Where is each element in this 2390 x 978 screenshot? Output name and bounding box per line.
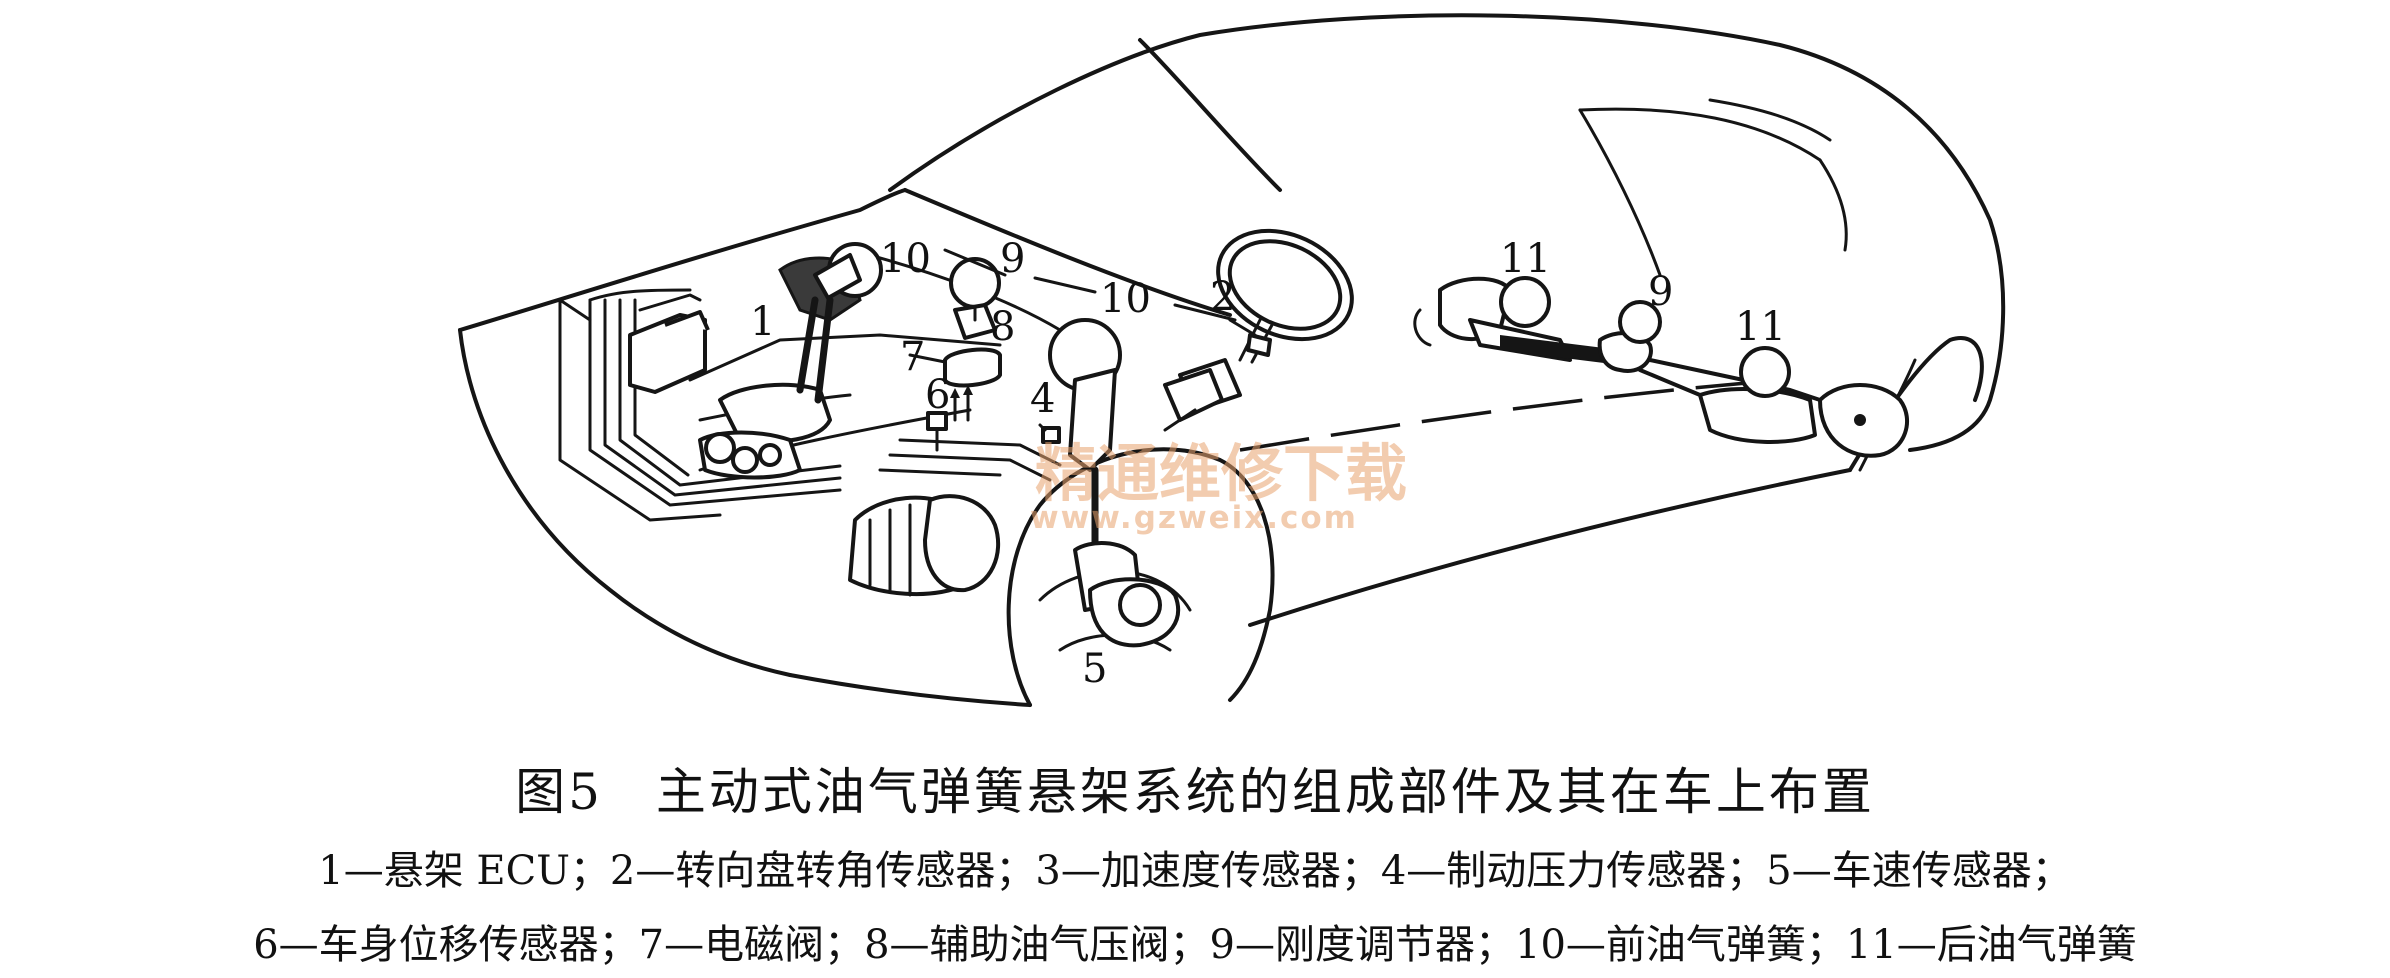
callout-11-right: 11	[1735, 304, 1786, 350]
stiffness-regulator-front	[949, 257, 1001, 340]
leader-lines	[908, 248, 1257, 432]
body-displacement-sensor	[926, 411, 948, 452]
front-spring-right	[1048, 318, 1181, 648]
watermark-text: 精通维修下载	[1035, 437, 1407, 510]
suspension-ecu	[628, 293, 710, 394]
hydraulic-pipes	[558, 248, 1062, 522]
legend-line-1: 1—悬架 ECU；2—转向盘转角传感器；3—加速度传感器；4—制动压力传感器；5…	[318, 848, 2072, 894]
watermark-url: www.gzweix.com	[1030, 500, 1358, 536]
callout-10-right: 10	[1100, 276, 1151, 322]
callout-5: 5	[1082, 646, 1107, 692]
steering-wheel	[1163, 228, 1354, 432]
rear-wheel	[1818, 336, 1984, 472]
rear-spring-left	[1499, 276, 1551, 328]
callout-2: 2	[1210, 274, 1235, 320]
rear-spring-right	[1739, 346, 1791, 398]
figure-caption: 图5 主动式油气弹簧悬架系统的组成部件及其在车上布置	[515, 763, 1875, 821]
solenoid-valve	[943, 347, 1002, 422]
callout-7: 7	[900, 334, 925, 380]
callout-9-rear: 9	[1648, 269, 1673, 315]
callout-8: 8	[990, 304, 1015, 350]
legend-line-2: 6—车身位移传感器；7—电磁阀；8—辅助油气压阀；9—刚度调节器；10—前油气弹…	[253, 922, 2137, 968]
callout-11-left: 11	[1500, 236, 1551, 282]
callout-10-left: 10	[880, 236, 931, 282]
car-suspension-diagram: 1 2 4 5 6 7 8 9 9 10 10 11 11 精通维修下载 www…	[458, 13, 2006, 707]
callout-9-front: 9	[1000, 236, 1025, 282]
callout-4: 4	[1030, 376, 1055, 422]
stiffness-regulator-rear	[1618, 300, 1662, 344]
callout-6: 6	[925, 372, 950, 418]
front-spring-left	[813, 242, 883, 300]
callout-1: 1	[750, 299, 775, 345]
transmission-housing	[848, 494, 1001, 597]
brake-pressure-sensor	[1041, 426, 1061, 444]
